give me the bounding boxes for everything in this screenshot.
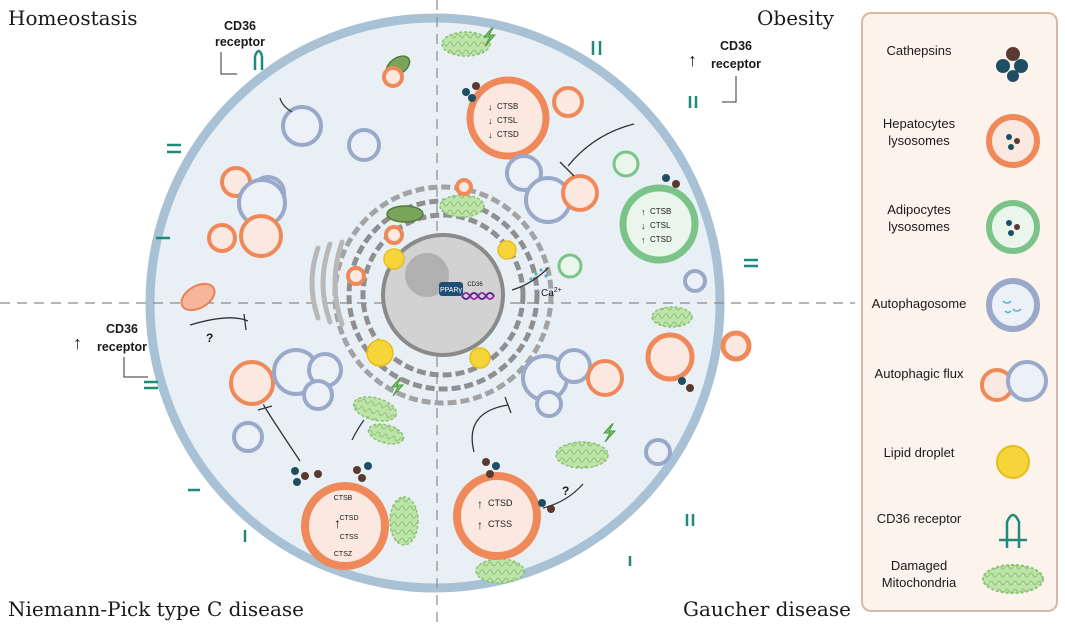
- gaucher-lysosome: CTSD CTSS ↑ ↑: [453, 472, 541, 560]
- cd36-receptors: [144, 41, 758, 566]
- npc-ctsb: CTSB: [334, 495, 353, 502]
- golgi-apparatus: [309, 239, 345, 327]
- legend-label: Adipocytes lysosomes: [887, 202, 951, 234]
- legend-item-cd36-receptor: CD36 receptor: [863, 498, 1056, 558]
- cd36-obesity-label-1: CD36: [720, 39, 752, 53]
- adipocyte-lysosomes-small: [557, 150, 640, 279]
- obesity-hep-ctsb: CTSB: [497, 102, 518, 111]
- cd36-receptor-icon: [999, 513, 1027, 548]
- arrow-up-icon: ↑: [641, 235, 646, 245]
- quadrant-title-niemann-pick: Niemann-Pick type C disease: [8, 597, 304, 621]
- arrow-down-icon: ↓: [488, 102, 493, 112]
- quadrant-title-gaucher: Gaucher disease: [683, 597, 851, 621]
- autophagic-flux-obesity: [505, 154, 599, 224]
- arrow-up-icon: ↑: [641, 207, 646, 217]
- obesity-hep-ctsd: CTSD: [497, 130, 519, 139]
- arrow-up-icon: ↑: [477, 518, 483, 532]
- npc-ctss: CTSS: [340, 534, 359, 541]
- legend-label: CD36 receptor: [876, 511, 962, 526]
- gaucher-ctss: CTSS: [488, 519, 512, 529]
- mitochondria: [180, 31, 693, 584]
- cell-diagram: PPARγ CD36: [0, 0, 855, 625]
- pathway-arrows: [189, 97, 635, 509]
- obesity-adi-ctsl: CTSL: [650, 221, 671, 230]
- npc-ctsd: CTSD: [339, 515, 358, 522]
- legend-item-hepatocyte-lysosomes: Hepatocytes lysosomes: [863, 111, 1056, 171]
- autophagic-flux-icon: [980, 360, 1048, 402]
- obesity-hep-ctsl: CTSL: [497, 116, 518, 125]
- quadrant-title-obesity: Obesity: [757, 6, 835, 30]
- legend-label: Damaged Mitochondria: [881, 558, 957, 590]
- calcium-ions: [529, 268, 548, 281]
- legend-item-adipocyte-lysosomes: Adipocytes lysosomes: [863, 197, 1056, 257]
- arrow-down-icon: ↓: [488, 116, 493, 126]
- arrow-up-icon: ↑: [334, 515, 341, 531]
- nucleolus: [405, 253, 449, 297]
- obesity-hepatocyte-lysosome: CTSB CTSL CTSD ↓ ↓ ↓: [466, 76, 550, 160]
- npc-ctsz: CTSZ: [334, 551, 353, 558]
- nucleus-cd36-label: CD36: [467, 282, 483, 288]
- autophagic-flux-homeostasis: [237, 178, 287, 258]
- quadrant-title-homeostasis: Homeostasis: [8, 6, 138, 30]
- arrow-up-icon: ↑: [73, 333, 82, 353]
- obesity-adipocyte-lysosome: CTSB CTSL CTSD ↑ ↓ ↑: [619, 184, 699, 264]
- pparg-label: PPARγ: [440, 287, 463, 294]
- gaucher-ctsd: CTSD: [488, 498, 513, 508]
- legend-item-lipid-droplet: Lipid droplet: [863, 432, 1056, 492]
- legend-label: Autophagosome: [871, 296, 967, 311]
- question-gaucher: ?: [562, 484, 569, 498]
- legend-label: Hepatocytes lysosomes: [882, 116, 956, 148]
- cd36-npc-label-2: receptor: [97, 340, 147, 354]
- legend-item-cathepsins: Cathepsins: [863, 32, 1056, 92]
- adipocyte-lysosome-icon: [986, 200, 1040, 254]
- lipid-droplet-icon: [996, 445, 1030, 479]
- gaucher-side-lysosomes: [645, 330, 752, 382]
- legend-item-autophagosome: Autophagosome: [863, 275, 1056, 335]
- obesity-adi-ctsb: CTSB: [650, 207, 671, 216]
- obesity-adi-ctsd: CTSD: [650, 235, 672, 244]
- cd36-homeostasis-label-1: CD36: [224, 19, 256, 33]
- damaged-mitochondria-icon: [982, 564, 1044, 594]
- npc-lysosome: CTSB CTSD CTSS CTSZ ↑: [301, 482, 389, 570]
- legend-item-damaged-mitochondria: Damaged Mitochondria: [863, 555, 1056, 615]
- question-npc: ?: [206, 331, 213, 345]
- damage-bolt-icons: [390, 27, 617, 443]
- cd36-obesity-label-2: receptor: [711, 57, 761, 71]
- arrow-down-icon: ↓: [488, 130, 493, 140]
- legend-label: Lipid droplet: [883, 445, 955, 460]
- legend-item-autophagic-flux: Autophagic flux: [863, 353, 1056, 413]
- legend-label: Cathepsins: [886, 43, 952, 58]
- autophagic-flux-npc: [229, 348, 343, 411]
- legend-panel: Cathepsins Hepatocytes lysosomes Adipocy…: [861, 12, 1058, 612]
- hepatocyte-lysosome-icon: [986, 114, 1040, 168]
- cathepsin-groups: [291, 82, 694, 513]
- calcium-label: Ca2+: [541, 287, 562, 299]
- autophagosome-icon: [986, 278, 1040, 332]
- legend-label: Autophagic flux: [874, 366, 964, 381]
- cd36-npc-label-1: CD36: [106, 322, 138, 336]
- arrow-up-icon: ↑: [477, 497, 483, 511]
- arrow-up-icon: ↑: [688, 50, 697, 70]
- arrow-down-icon: ↓: [641, 221, 646, 231]
- autophagic-flux-gaucher: [521, 348, 624, 418]
- pparg-box: [439, 282, 463, 296]
- cathepsins-icon: [996, 47, 1028, 82]
- cd36-homeostasis-label-2: receptor: [215, 35, 265, 49]
- lipid-droplets: [366, 240, 517, 369]
